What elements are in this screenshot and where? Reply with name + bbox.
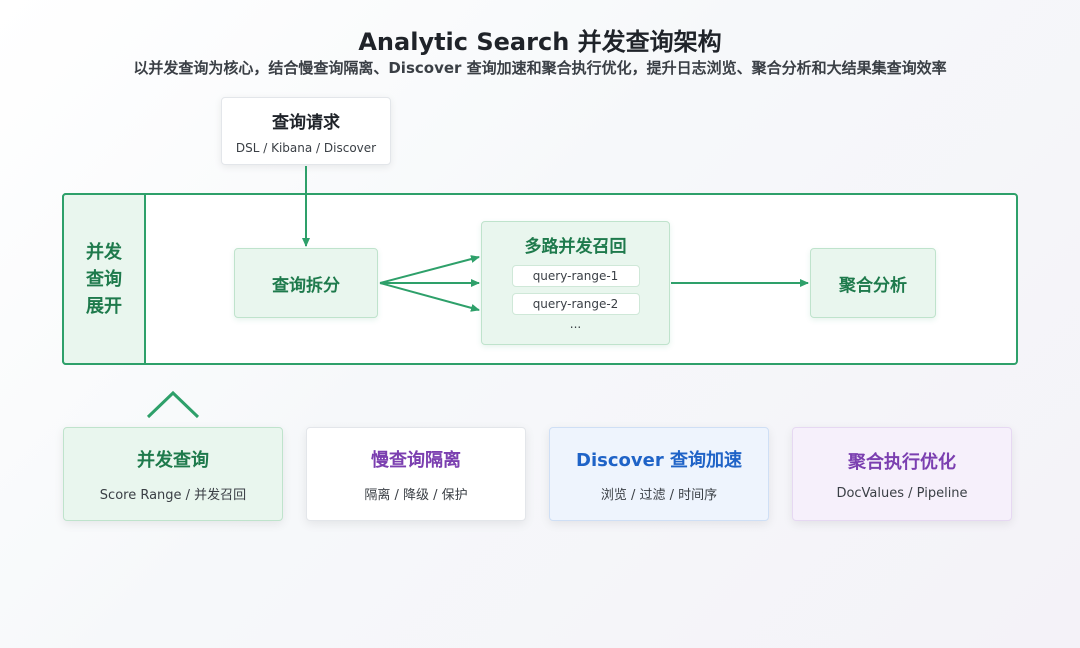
card-discover-acceleration: Discover 查询加速 浏览 / 过滤 / 时间序: [549, 427, 769, 521]
card-aggregation-optimization: 聚合执行优化 DocValues / Pipeline: [792, 427, 1012, 521]
card-discover-acceleration-title: Discover 查询加速: [576, 449, 742, 471]
card-aggregation-optimization-sub: DocValues / Pipeline: [836, 485, 968, 501]
query-request-sources: DSL / Kibana / Discover: [235, 140, 377, 155]
card-concurrent-query-sub: Score Range / 并发召回: [99, 487, 247, 503]
query-split-label: 查询拆分: [272, 275, 340, 296]
arrow-split-to-recall-top: [379, 255, 480, 284]
concurrent-expansion-label-panel: 并发查询展开: [62, 193, 146, 365]
more-ranges-ellipsis: ...: [569, 317, 582, 331]
card-slow-query-isolation-title: 慢查询隔离: [371, 449, 461, 471]
card-concurrent-query-title: 并发查询: [137, 449, 209, 471]
query-request-title: 查询请求: [272, 112, 340, 133]
aggregation-node: 聚合分析: [810, 248, 936, 318]
query-request-box: 查询请求 DSL / Kibana / Discover: [221, 97, 391, 165]
concurrent-expansion-label: 并发查询展开: [86, 241, 122, 317]
card-slow-query-isolation: 慢查询隔离 隔离 / 降级 / 保护: [306, 427, 526, 521]
page-subtitle: 以并发查询为核心，结合慢查询隔离、Discover 查询加速和聚合执行优化，提升…: [133, 59, 947, 77]
query-range-1-pill: query-range-1: [511, 265, 640, 287]
expand-caret-icon: [146, 390, 200, 419]
multi-recall-node: 多路并发召回 query-range-1 query-range-2 ...: [481, 221, 670, 345]
page-title: Analytic Search 并发查询架构: [358, 28, 722, 56]
query-split-node: 查询拆分: [234, 248, 378, 318]
multi-recall-title: 多路并发召回: [524, 237, 627, 257]
card-discover-acceleration-sub: 浏览 / 过滤 / 时间序: [600, 487, 718, 503]
card-concurrent-query: 并发查询 Score Range / 并发召回: [63, 427, 283, 521]
aggregation-label: 聚合分析: [839, 275, 907, 296]
card-aggregation-optimization-title: 聚合执行优化: [848, 451, 956, 473]
query-range-2-pill: query-range-2: [511, 293, 640, 315]
arrow-split-to-recall-bottom: [379, 282, 480, 312]
card-slow-query-isolation-sub: 隔离 / 降级 / 保护: [364, 487, 468, 503]
